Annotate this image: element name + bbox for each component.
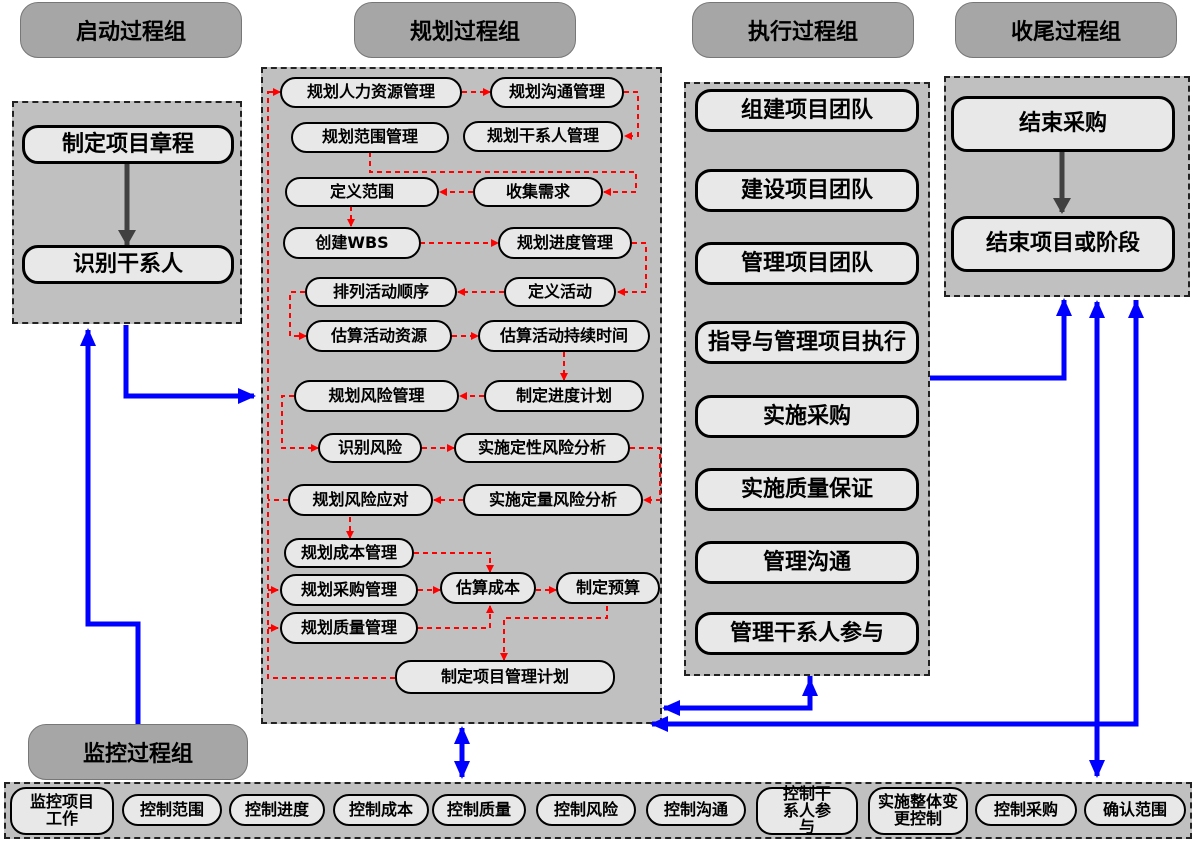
node-plan-procurement: 规划采购管理 xyxy=(280,574,418,606)
node-control-stakeholders: 控制干系人参与 xyxy=(756,785,858,835)
node-integrated-change-control: 实施整体变更控制 xyxy=(868,787,968,835)
node-validate-scope: 确认范围 xyxy=(1084,794,1186,826)
node-plan-risk-response: 规划风险应对 xyxy=(288,484,433,516)
node-plan-scope: 规划范围管理 xyxy=(291,122,449,153)
node-plan-hr: 规划人力资源管理 xyxy=(280,77,462,108)
node-define-activities: 定义活动 xyxy=(504,277,616,307)
node-estimate-resources: 估算活动资源 xyxy=(306,320,452,352)
node-control-quality: 控制质量 xyxy=(432,794,526,826)
node-control-scope: 控制范围 xyxy=(122,794,222,826)
initiating-group-header: 启动过程组 xyxy=(20,2,242,58)
node-plan-risk: 规划风险管理 xyxy=(294,380,459,412)
node-monitor-work: 监控项目工作 xyxy=(10,787,114,835)
monitoring-group-header: 监控过程组 xyxy=(28,724,248,780)
node-plan-cost: 规划成本管理 xyxy=(284,538,414,568)
node-estimate-durations: 估算活动持续时间 xyxy=(478,320,650,352)
node-control-schedule: 控制进度 xyxy=(229,794,325,826)
node-qualitative-risk: 实施定性风险分析 xyxy=(454,433,630,463)
node-define-scope: 定义范围 xyxy=(285,177,439,207)
node-create-wbs: 创建WBS xyxy=(283,227,421,259)
node-plan-comm: 规划沟通管理 xyxy=(490,77,624,108)
node-identify-stakeholders: 识别干系人 xyxy=(22,245,234,284)
node-develop-schedule: 制定进度计划 xyxy=(484,380,644,412)
node-control-communications: 控制沟通 xyxy=(646,794,746,826)
node-direct-manage-work: 指导与管理项目执行 xyxy=(695,321,919,364)
node-manage-stakeholders: 管理干系人参与 xyxy=(695,612,919,655)
node-sequence-activities: 排列活动顺序 xyxy=(305,277,457,307)
node-develop-charter: 制定项目章程 xyxy=(22,125,234,164)
node-manage-team: 管理项目团队 xyxy=(695,242,919,285)
node-collect-req: 收集需求 xyxy=(473,177,603,207)
closing-group-header: 收尾过程组 xyxy=(955,2,1177,58)
node-manage-communications: 管理沟通 xyxy=(695,541,919,584)
node-determine-budget: 制定预算 xyxy=(556,572,660,604)
node-plan-stakeholder: 规划干系人管理 xyxy=(463,121,623,152)
node-control-risk: 控制风险 xyxy=(536,794,636,826)
node-close-procurement: 结束采购 xyxy=(951,96,1175,152)
node-develop-team: 建设项目团队 xyxy=(695,169,919,212)
planning-group-header: 规划过程组 xyxy=(354,2,576,58)
node-conduct-procurement: 实施采购 xyxy=(695,395,919,438)
node-plan-schedule: 规划进度管理 xyxy=(498,227,632,259)
node-acquire-team: 组建项目团队 xyxy=(695,89,919,132)
node-quantitative-risk: 实施定量风险分析 xyxy=(463,484,643,516)
node-identify-risks: 识别风险 xyxy=(318,433,422,463)
node-develop-pmp: 制定项目管理计划 xyxy=(395,660,615,694)
node-control-procurement: 控制采购 xyxy=(975,794,1077,826)
node-perform-qa: 实施质量保证 xyxy=(695,468,919,511)
node-estimate-cost: 估算成本 xyxy=(440,572,536,604)
node-plan-quality: 规划质量管理 xyxy=(280,612,418,644)
node-control-cost: 控制成本 xyxy=(333,794,429,826)
node-close-project: 结束项目或阶段 xyxy=(951,216,1175,272)
executing-group-header: 执行过程组 xyxy=(692,2,914,58)
